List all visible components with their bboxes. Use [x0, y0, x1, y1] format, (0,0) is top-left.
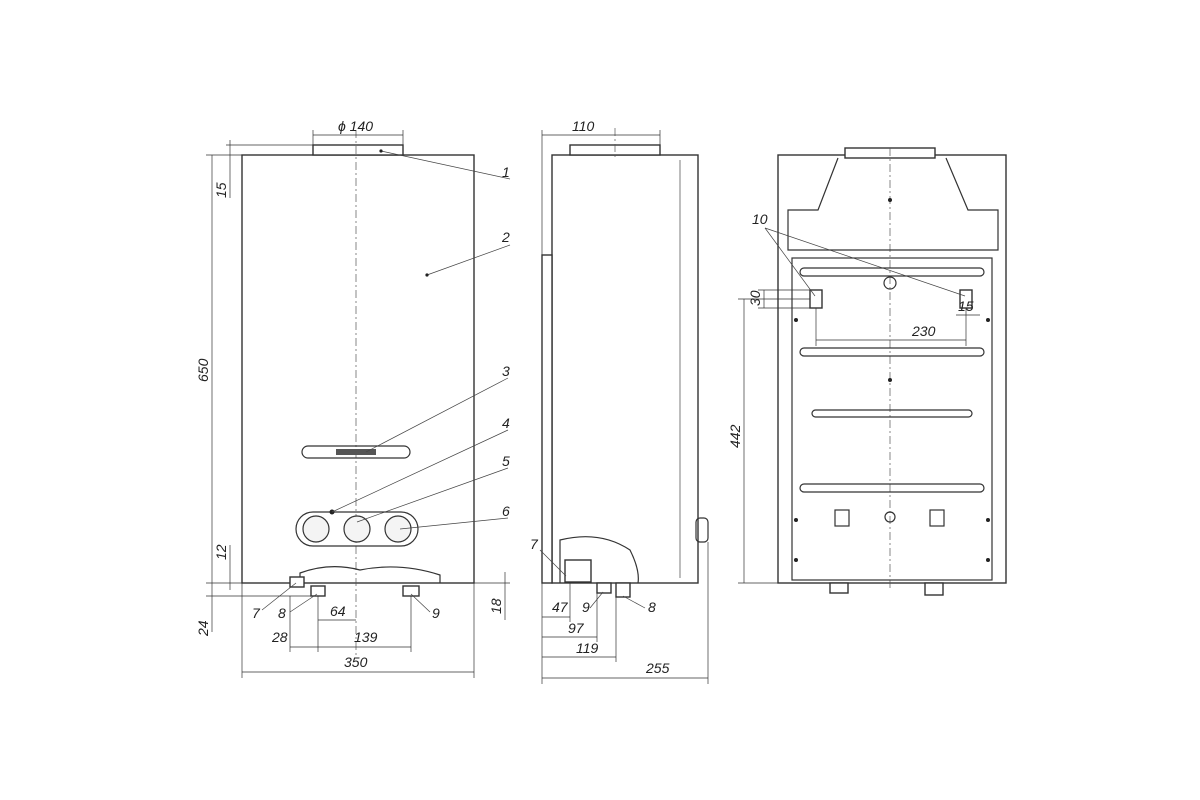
center-display [343, 515, 371, 543]
dim-label-12: 12 [213, 544, 229, 560]
dim-label-255: 255 [645, 660, 670, 676]
back-slot-right [929, 509, 945, 527]
callout-3: 3 [502, 363, 510, 379]
dim-label-30: 30 [747, 290, 763, 306]
leader-9 [410, 593, 431, 613]
dim-label-97: 97 [568, 620, 585, 636]
back-view: 10 30 15 230 442 [727, 147, 1007, 596]
leader-10-right [764, 227, 966, 297]
indicator-slot [301, 445, 411, 459]
screw-dot [794, 558, 798, 562]
dim-label-47: 47 [552, 599, 569, 615]
front-pipe-9 [402, 585, 420, 597]
leader-1 [380, 150, 511, 180]
leader-1-dot [379, 149, 383, 153]
side-callout-8: 8 [648, 599, 656, 615]
front-bottom-fittings [299, 566, 441, 583]
front-pipe-8 [310, 585, 326, 597]
dim-label-350: 350 [344, 654, 368, 670]
side-knob [695, 517, 709, 543]
dim-label-28: 28 [271, 629, 288, 645]
back-hole [883, 276, 897, 290]
dim-label-110: 110 [572, 118, 595, 134]
leader-6 [399, 517, 509, 530]
callout-6: 6 [502, 503, 510, 519]
side-bottom-fittings [559, 536, 639, 584]
screw-dot [794, 318, 798, 322]
back-top-hood [787, 157, 999, 251]
callout-4: 4 [502, 415, 510, 431]
front-view: ϕ 140 650 15 12 24 18 64 28 139 350 1 2 … [195, 118, 511, 678]
dim-label-139: 139 [354, 629, 378, 645]
side-leader-8 [622, 595, 646, 609]
side-casing [551, 154, 699, 584]
dim-label-119: 119 [576, 640, 599, 656]
dim-label-64: 64 [330, 603, 346, 619]
callout-8: 8 [278, 605, 286, 621]
side-leader-9 [589, 591, 604, 609]
screw-dot [888, 378, 892, 382]
leader-2 [426, 244, 511, 276]
front-flue-pipe [312, 144, 404, 156]
dim-label-18: 18 [488, 598, 504, 614]
dim-label-442: 442 [727, 424, 743, 448]
screw-dot [888, 198, 892, 202]
callout-7: 7 [252, 605, 261, 621]
back-slot-left [834, 509, 850, 527]
leader-10-left [764, 227, 816, 297]
dim-label-15: 15 [213, 182, 229, 198]
callout-1: 1 [502, 164, 510, 180]
side-callout-7: 7 [530, 536, 539, 552]
back-inner-frame [791, 257, 993, 581]
side-pipe-9 [596, 582, 612, 594]
back-hole-lower [884, 511, 896, 523]
callout-2: 2 [501, 229, 510, 245]
leader-4 [331, 429, 509, 513]
callout-5: 5 [502, 453, 510, 469]
dim-label-24: 24 [195, 620, 211, 637]
callout-9: 9 [432, 605, 440, 621]
dim-label-140: ϕ 140 [338, 118, 373, 134]
dim-label-15-back: 15 [958, 298, 974, 314]
front-pipe-7 [289, 576, 305, 588]
back-pipe-left [829, 582, 849, 594]
screw-dot [986, 558, 990, 562]
right-knob [384, 515, 412, 543]
screw-dot [986, 518, 990, 522]
screw-dot [794, 518, 798, 522]
leader-7 [261, 582, 297, 611]
control-panel [295, 511, 419, 547]
back-pipe-center [924, 582, 944, 596]
dim-label-230: 230 [911, 323, 936, 339]
indicator-display [336, 449, 376, 455]
leader-8 [289, 593, 318, 613]
side-view: 110 47 97 119 255 7 9 8 [530, 118, 709, 684]
leader-5 [356, 467, 509, 523]
mount-bracket-left [809, 289, 823, 309]
leader-2-dot [425, 273, 429, 277]
back-rail-2 [799, 347, 985, 357]
callout-10: 10 [752, 211, 768, 227]
leader-3 [365, 377, 509, 453]
back-rail-1 [799, 267, 985, 277]
back-casing [777, 154, 1007, 584]
dim-label-650: 650 [195, 358, 211, 382]
side-callout-9: 9 [582, 599, 590, 615]
back-rail-4 [799, 483, 985, 493]
screw-dot [986, 318, 990, 322]
side-pipe-8 [615, 582, 631, 598]
side-rear-plate [541, 254, 553, 584]
side-leader-7 [539, 549, 567, 577]
side-pipe-7 [564, 559, 592, 583]
back-rail-3 [811, 409, 973, 418]
left-knob [302, 515, 330, 543]
